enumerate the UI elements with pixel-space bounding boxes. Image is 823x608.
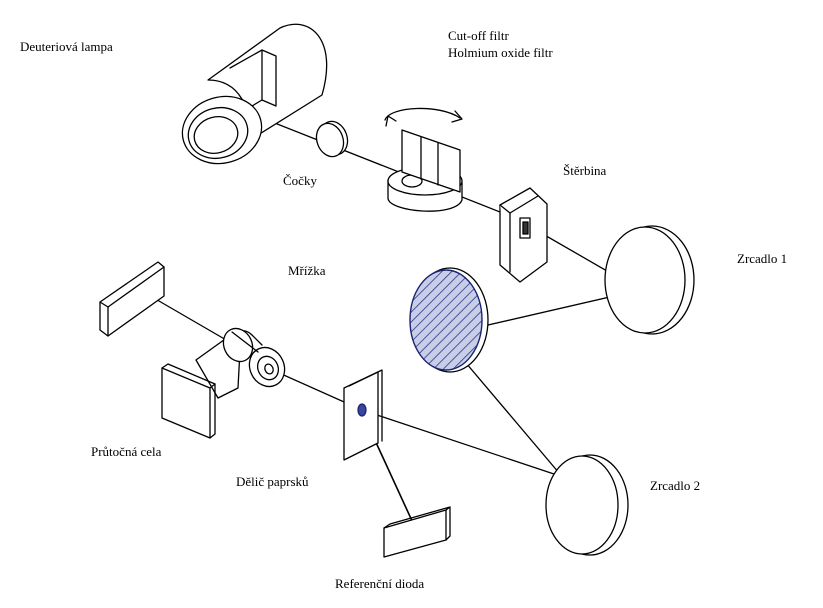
reference-diode-label: Referenční dioda xyxy=(335,576,425,591)
grating xyxy=(409,267,489,373)
mirror-1 xyxy=(604,225,695,335)
grating-label: Mřížka xyxy=(288,263,326,278)
mirror2-label: Zrcadlo 2 xyxy=(650,478,701,493)
filter-label-line2: Holmium oxide filtr xyxy=(448,45,553,60)
mirror1-label: Zrcadlo 1 xyxy=(737,251,788,266)
detector-plate xyxy=(99,261,165,337)
beam-splitter-label: Dělič paprsků xyxy=(236,474,309,489)
filter-label-line1: Cut-off filtr xyxy=(448,28,509,43)
beam-mirror2-to-splitter xyxy=(361,409,567,479)
deuterium-lamp xyxy=(181,23,328,165)
beam-splitter xyxy=(343,369,383,461)
slit xyxy=(499,187,548,283)
flow-cell-plate xyxy=(161,363,216,439)
flow-cell xyxy=(195,327,286,399)
lenses-label: Čočky xyxy=(283,173,317,188)
filter-assembly xyxy=(384,107,463,212)
lenses xyxy=(315,120,349,158)
flow-cell-label: Průtočná cela xyxy=(91,444,162,459)
slit-label: Štěrbina xyxy=(563,163,607,178)
reference-diode xyxy=(383,506,451,558)
beam-grating-to-mirror2 xyxy=(454,349,566,481)
mirror-2 xyxy=(545,454,629,556)
lamp-label: Deuteriová lampa xyxy=(20,39,113,54)
